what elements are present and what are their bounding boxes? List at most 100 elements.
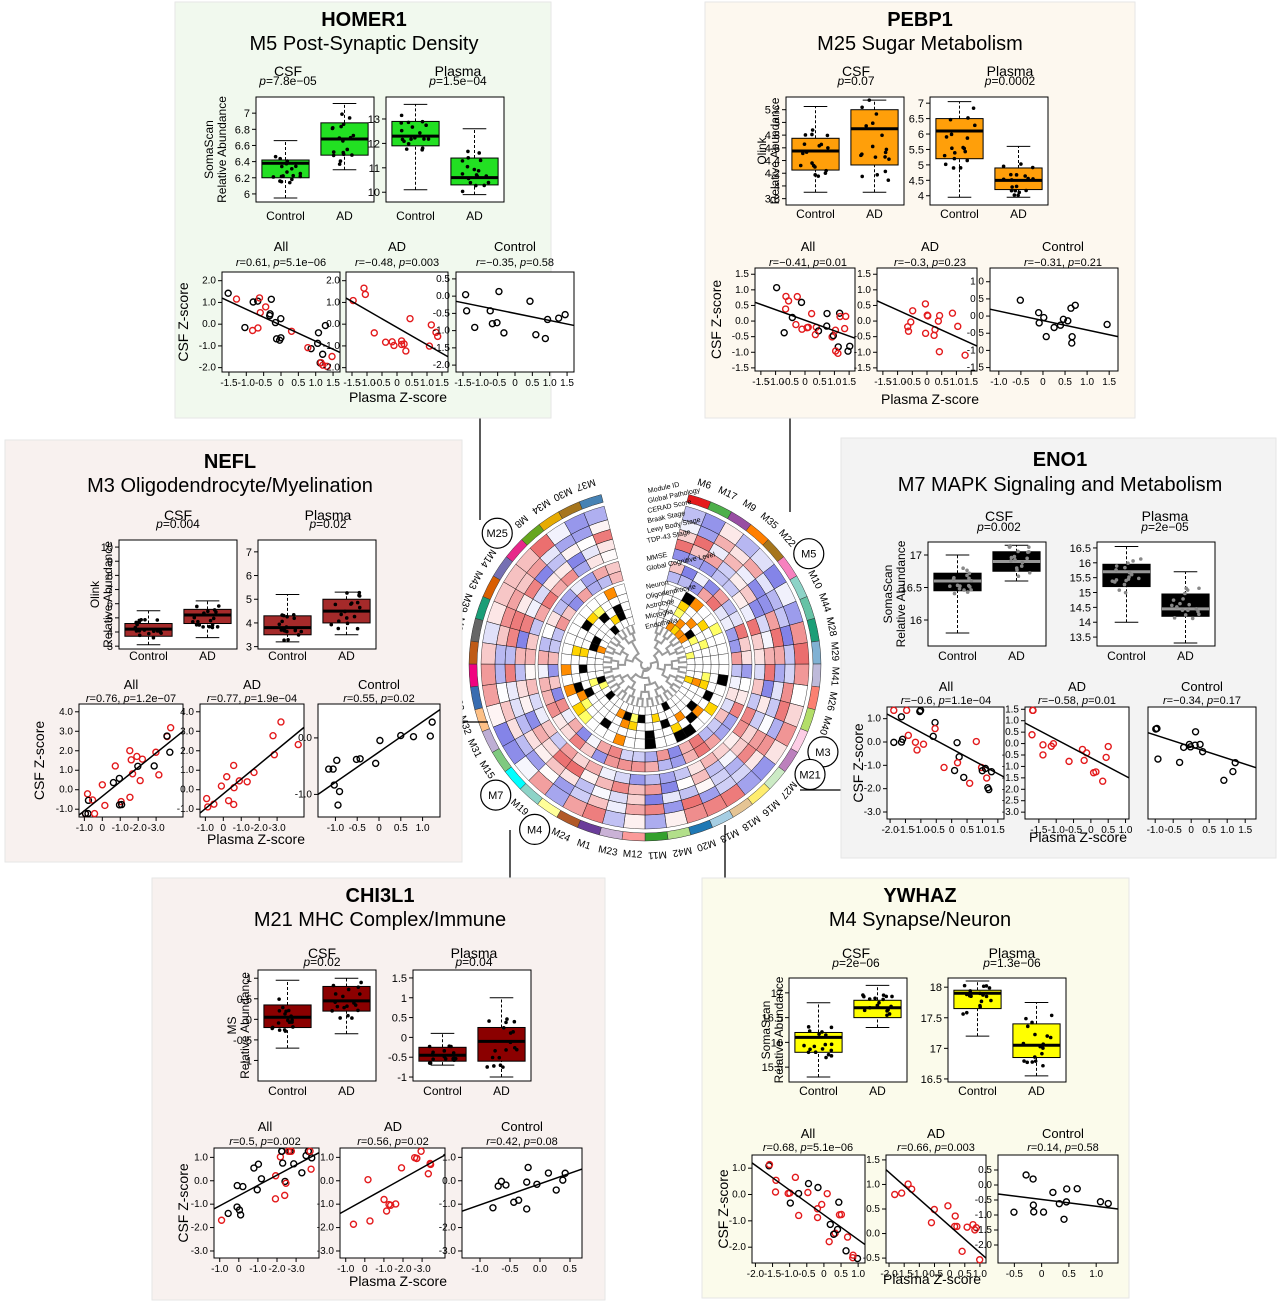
celltype-cell bbox=[626, 616, 635, 627]
scatter-point bbox=[844, 347, 852, 355]
scatter-point bbox=[944, 1202, 952, 1210]
box-point bbox=[428, 1061, 433, 1065]
scatter-point bbox=[792, 320, 800, 329]
box-point bbox=[881, 993, 886, 997]
celltype-cell bbox=[710, 664, 720, 675]
scatter-title: All bbox=[801, 1126, 816, 1141]
trait-heat-cell bbox=[728, 639, 742, 654]
y-tick-label: 5 bbox=[774, 117, 780, 129]
scatter-point bbox=[1049, 739, 1058, 748]
scatter-point bbox=[382, 1207, 391, 1215]
celltype-cell bbox=[570, 654, 580, 665]
y-tick-label: 4 bbox=[246, 618, 252, 630]
x-tick-label: -0.5 bbox=[373, 378, 391, 389]
dendrogram-branch bbox=[635, 697, 644, 707]
scatter-point bbox=[388, 338, 396, 346]
box-point bbox=[978, 991, 982, 996]
scatter-point bbox=[390, 341, 398, 350]
y-tick-label: 0.0 bbox=[298, 733, 312, 744]
box-point bbox=[1190, 616, 1195, 621]
scatter-point bbox=[1060, 1215, 1068, 1223]
scatter-point bbox=[402, 347, 410, 355]
box-point bbox=[338, 1016, 342, 1020]
box-point bbox=[883, 150, 888, 155]
y-tick-label: 6 bbox=[246, 571, 252, 583]
scatter-point bbox=[427, 321, 436, 329]
box-ylabel-line2: Relative Abundance bbox=[238, 972, 252, 1079]
box-point bbox=[487, 1019, 491, 1023]
module-id-segment bbox=[621, 831, 646, 842]
box-point bbox=[210, 625, 215, 630]
box-point bbox=[330, 1009, 334, 1013]
box-point bbox=[962, 588, 966, 592]
y-tick-label: 0.5 bbox=[392, 1013, 407, 1025]
x-tick-label: 1.0 bbox=[1080, 377, 1094, 388]
y-tick-label: 0.0 bbox=[866, 1229, 880, 1240]
module-label: M13 bbox=[718, 826, 741, 845]
celltype-cell bbox=[718, 664, 730, 676]
module-label: M19 bbox=[508, 797, 530, 818]
x-tick-label: 0 bbox=[362, 1264, 368, 1275]
scatter-point bbox=[797, 298, 806, 307]
dendrogram-branch bbox=[677, 665, 687, 674]
y-tick-label: 1.0 bbox=[970, 277, 984, 288]
scatter-point bbox=[561, 310, 569, 319]
box-point bbox=[829, 1042, 834, 1047]
module-highlight-label: M5 bbox=[801, 549, 816, 561]
scatter-point bbox=[298, 1169, 306, 1177]
scatter-point bbox=[1029, 1175, 1037, 1183]
y-tick-label: 17 bbox=[910, 550, 922, 562]
box-point bbox=[1030, 1020, 1034, 1025]
y-tick-label: -1.0 bbox=[323, 341, 341, 352]
y-tick-label: 15.5 bbox=[1070, 573, 1091, 585]
box-point bbox=[875, 1003, 880, 1008]
scatter-point bbox=[904, 731, 913, 740]
scatter-title: AD bbox=[384, 1119, 402, 1134]
box-point bbox=[286, 1008, 291, 1013]
y-tick-label: 1.0 bbox=[180, 765, 194, 776]
x-tick-label: -1.5 bbox=[220, 378, 238, 389]
box-point bbox=[951, 577, 956, 581]
box-point bbox=[331, 983, 336, 988]
scatter-point bbox=[366, 1217, 374, 1225]
scatter-point bbox=[953, 1222, 961, 1231]
scatter-point bbox=[1098, 777, 1107, 785]
box-point bbox=[829, 1048, 834, 1053]
r-symbol: r bbox=[894, 257, 899, 269]
scatter-point bbox=[772, 283, 781, 292]
box-point bbox=[196, 619, 200, 624]
box-point bbox=[817, 1032, 821, 1036]
scatter-point bbox=[1028, 731, 1036, 739]
box-panel-pvalue: p=2e−06 bbox=[831, 956, 880, 970]
box-point bbox=[333, 1000, 337, 1004]
box-point bbox=[798, 163, 803, 168]
scatter-point bbox=[1104, 742, 1112, 751]
scatter-point bbox=[837, 1210, 846, 1219]
scatter-point bbox=[239, 1182, 247, 1191]
y-tick-label: -0.5 bbox=[863, 1253, 881, 1264]
scatter-point bbox=[804, 1179, 813, 1188]
scatter-point bbox=[523, 1205, 531, 1213]
regression-line bbox=[78, 730, 184, 816]
celltype-cell bbox=[578, 664, 588, 674]
scatter-point bbox=[782, 292, 790, 301]
r-value: =0.5, bbox=[233, 1136, 261, 1148]
scatter-point bbox=[126, 793, 134, 801]
box-point bbox=[276, 1021, 281, 1025]
box-point bbox=[1041, 1046, 1045, 1050]
dendrogram-branch bbox=[634, 656, 650, 670]
scatter-point bbox=[940, 763, 948, 772]
box-point bbox=[460, 159, 465, 163]
box-point bbox=[877, 1000, 881, 1005]
box-point bbox=[345, 147, 350, 152]
x-tick-label: -1.0 bbox=[211, 1264, 229, 1275]
r-symbol: r bbox=[236, 257, 241, 269]
module-label: M37 bbox=[574, 476, 596, 493]
dendrogram-branch bbox=[670, 659, 679, 671]
box-point bbox=[826, 146, 830, 150]
x-tick-label: 0.5 bbox=[960, 825, 974, 836]
p-symbol: p bbox=[398, 257, 405, 269]
box-point bbox=[420, 146, 425, 151]
box-point bbox=[965, 158, 970, 163]
box-point bbox=[282, 628, 286, 633]
